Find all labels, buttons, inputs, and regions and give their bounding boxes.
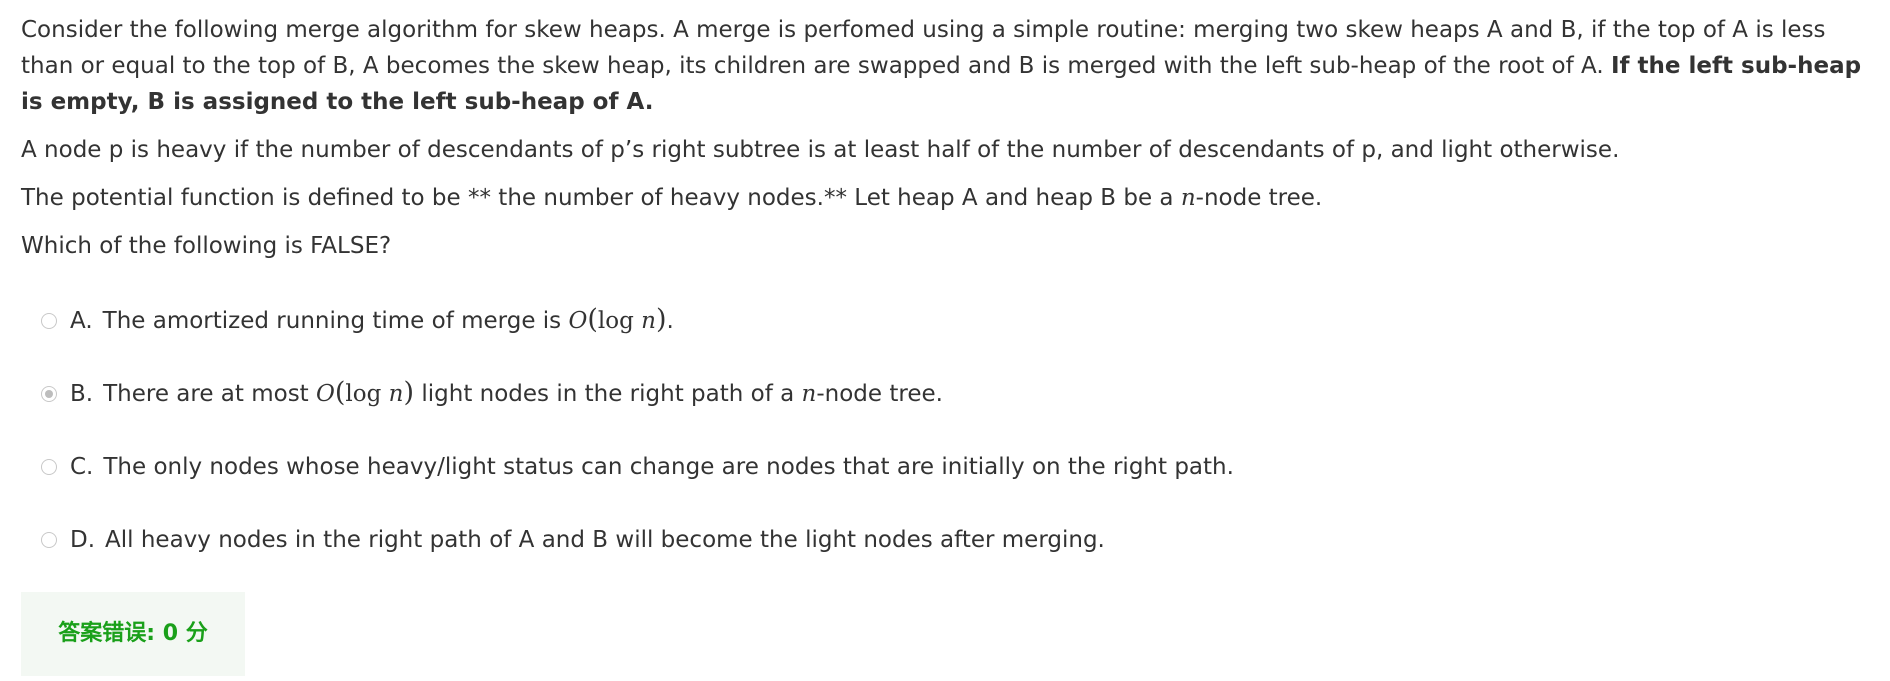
option-text-pre: The amortized running time of merge is — [102, 308, 569, 334]
option-text-post: . — [666, 308, 674, 334]
question-text-3b: -node tree. — [1195, 185, 1323, 211]
option-a[interactable]: A. The amortized running time of merge i… — [21, 284, 1870, 357]
question-text-1: Consider the following merge algorithm f… — [21, 17, 1826, 79]
result-box: 答案错误: 0 分 — [21, 592, 245, 676]
option-text: The only nodes whose heavy/light status … — [103, 453, 1234, 480]
radio-button-c[interactable] — [41, 458, 57, 475]
option-text: There are at most O(log n) light nodes i… — [103, 375, 943, 412]
option-letter: B. — [70, 380, 94, 407]
option-b[interactable]: B. There are at most O(log n) light node… — [21, 357, 1870, 430]
question-paragraph-3: The potential function is defined to be … — [21, 180, 1870, 216]
math-expression: O(log n) — [568, 304, 667, 335]
option-text-mid: light nodes in the right path of a — [414, 381, 802, 407]
question-stem: Consider the following merge algorithm f… — [21, 12, 1870, 576]
option-text: All heavy nodes in the right path of A a… — [105, 526, 1105, 553]
math-variable-n: n — [1180, 185, 1196, 211]
option-d[interactable]: D. All heavy nodes in the right path of … — [21, 503, 1870, 576]
option-letter: C. — [70, 453, 94, 480]
option-letter: A. — [70, 307, 93, 334]
option-text-post: -node tree. — [816, 381, 943, 407]
question-paragraph-2: A node p is heavy if the number of desce… — [21, 137, 1620, 163]
options-list: A. The amortized running time of merge i… — [21, 284, 1870, 576]
option-letter: D. — [70, 526, 96, 553]
option-text-pre: There are at most — [103, 381, 317, 407]
math-variable-n: n — [801, 381, 817, 407]
option-c[interactable]: C. The only nodes whose heavy/light stat… — [21, 430, 1870, 503]
question-bold-text: If the left sub-heap is empty, B is assi… — [21, 53, 1862, 115]
question-paragraph-1: Consider the following merge algorithm f… — [21, 12, 1870, 120]
question-prompt: Which of the following is FALSE? — [21, 233, 392, 259]
radio-button-b-selected[interactable] — [41, 385, 57, 402]
radio-button-a[interactable] — [41, 312, 57, 329]
option-text: The amortized running time of merge is O… — [103, 302, 674, 339]
radio-button-d[interactable] — [41, 531, 57, 548]
result-text: 答案错误: 0 分 — [58, 621, 208, 646]
question-text-3a: The potential function is defined to be … — [21, 185, 1181, 211]
math-expression: O(log n) — [316, 377, 415, 408]
